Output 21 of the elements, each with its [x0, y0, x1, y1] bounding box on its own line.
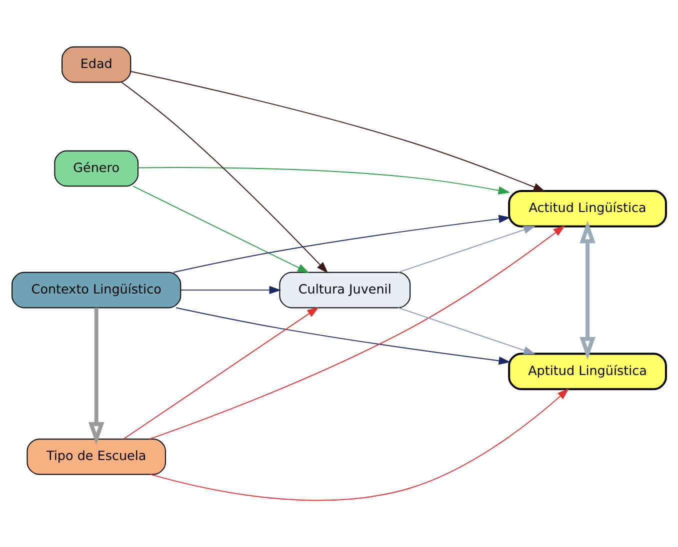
- node-box: Edad: [62, 46, 132, 82]
- arrow: [123, 306, 319, 439]
- arrow: [172, 214, 511, 272]
- node-box: Tipo de Escuela: [26, 438, 166, 474]
- node-box: Aptitud Lingüística: [508, 352, 667, 390]
- arrow: [138, 166, 510, 194]
- arrow: [180, 285, 282, 294]
- arrow: [398, 225, 536, 272]
- arrow: [132, 185, 310, 273]
- arrow: [130, 70, 546, 191]
- node-box: Actitud Lingüística: [508, 190, 667, 227]
- arrow: [121, 81, 328, 273]
- arrow: [88, 307, 104, 444]
- node-box: Contexto Lingüístico: [12, 271, 182, 308]
- arrow: [398, 306, 536, 354]
- arrow: [150, 388, 569, 500]
- arrow: [580, 220, 596, 360]
- node-box: Cultura Juvenil: [279, 271, 411, 308]
- arrow: [148, 224, 566, 440]
- node-box: Género: [54, 150, 138, 186]
- arrow: [176, 306, 511, 364]
